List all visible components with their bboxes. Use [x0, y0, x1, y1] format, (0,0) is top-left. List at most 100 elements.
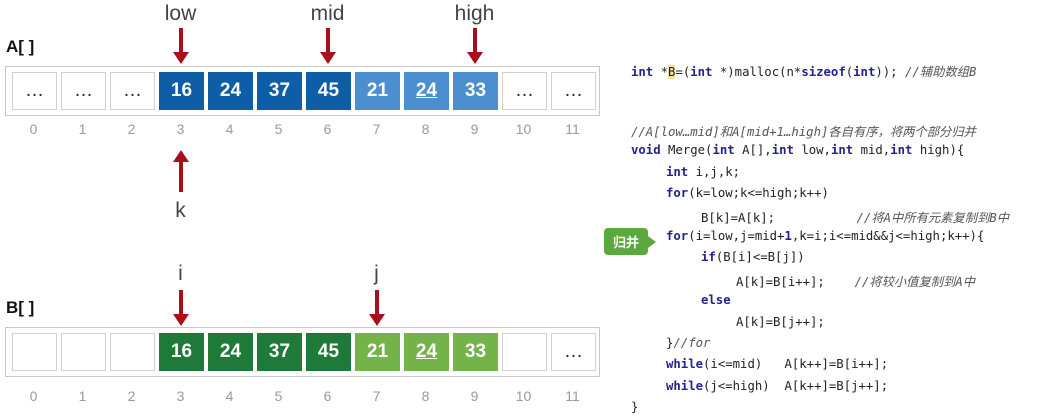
array-b-label: B[ ]: [6, 298, 35, 317]
array-b-index-3: 3: [176, 388, 185, 404]
array-a-index-7: 7: [372, 121, 381, 137]
array-a-cell-value: …: [74, 80, 93, 101]
code-line: while(i<=mid) A[k++]=B[i++];: [666, 357, 888, 371]
code-token: i,j,k;: [688, 164, 741, 179]
array-a-cell-6: 45: [306, 72, 351, 110]
array-b-index-9: 9: [470, 388, 479, 404]
array-a-pointer-label-mid: mid: [310, 2, 345, 25]
array-b-cell-value: 33: [464, 341, 487, 362]
array-a-cell-11: …: [551, 72, 596, 110]
code-line: void Merge(int A[],int low,int mid,int h…: [631, 143, 964, 157]
array-a-label: A[ ]: [6, 37, 35, 56]
array-b-cell-value: 24: [219, 341, 242, 362]
array-a-cell-value: …: [123, 80, 142, 101]
code-token: int: [631, 65, 654, 79]
code-token: =(: [675, 65, 691, 79]
code-token: *: [653, 65, 669, 79]
array-b-cell-1: [61, 333, 106, 371]
array-a-cell-10: …: [502, 72, 547, 110]
array-b-cell-value: 21: [366, 341, 389, 362]
code-line: while(j<=high) A[k++]=B[j++];: [666, 379, 888, 393]
code-token: for: [666, 186, 689, 201]
code-token: for: [666, 229, 689, 243]
array-a-index-4: 4: [225, 121, 234, 137]
array-b-cell-6: 45: [306, 333, 351, 371]
array-b-index-1: 1: [78, 388, 87, 404]
code-token: void: [631, 143, 661, 158]
code-token: while: [666, 357, 704, 372]
code-token: //将较小值复制到A中: [854, 274, 976, 289]
array-b-index-8: 8: [421, 388, 430, 404]
code-token: ,k=i;i<=mid&&j<=high;k++){: [791, 229, 985, 243]
array-b-index-5: 5: [274, 388, 283, 404]
array-a-cell-value: …: [515, 80, 534, 101]
code-token: *)malloc(n*: [712, 65, 802, 79]
array-a-index-6: 6: [323, 121, 332, 137]
code-line: }: [631, 400, 638, 414]
code-token: sizeof: [801, 65, 846, 79]
code-token: (i<=mid) A[k++]=B[i++];: [703, 357, 889, 372]
code-line: //A[low…mid]和A[mid+1…high]各自有序，将两个部分归并: [631, 122, 976, 140]
array-b-index-6: 6: [323, 388, 332, 404]
array-b-index-11: 11: [565, 388, 580, 404]
code-token: A[k]=B[j++];: [736, 314, 825, 329]
array-a-index-11: 11: [565, 121, 580, 137]
k-pointer-label: k: [175, 199, 186, 222]
array-a-pointer-arrow-mid: [308, 28, 348, 69]
array-a-cell-value: …: [564, 80, 583, 101]
array-b-index-10: 10: [515, 388, 532, 404]
array-b-cell-11: …: [551, 333, 596, 371]
array-b-cell-4: 24: [208, 333, 253, 371]
code-line: int i,j,k;: [666, 165, 740, 179]
array-a-cell-value: …: [25, 80, 44, 101]
array-b-cell-5: 37: [257, 333, 302, 371]
code-line: if(B[i]<=B[j]): [701, 250, 805, 264]
code-token: //A[low…mid]和A[mid+1…high]各自有序，将两个部分归并: [631, 125, 976, 139]
code-token: (i=low,j=mid+: [688, 229, 785, 243]
array-b-index-7: 7: [372, 388, 381, 404]
code-line: A[k]=B[i++]; //将较小值复制到A中: [736, 272, 975, 290]
array-b-cell-9: 33: [453, 333, 498, 371]
array-b-cell-value: 24: [415, 341, 438, 362]
code-token: mid,: [853, 143, 891, 158]
array-a-cell-2: …: [110, 72, 155, 110]
code-line: }//for: [666, 336, 710, 350]
code-token: A[k]=B[i++];: [736, 274, 855, 289]
array-a-cell-value: 24: [219, 80, 242, 101]
code-token: int: [890, 143, 913, 158]
code-line-malloc: int *B=(int *)malloc(n*sizeof(int)); //辅…: [631, 62, 976, 80]
code-token: int: [830, 143, 854, 158]
code-token: (k=low;k<=high;k++): [688, 186, 829, 201]
code-token: high){: [912, 143, 965, 158]
array-a-index-1: 1: [78, 121, 87, 137]
array-a-cell-value: 16: [170, 80, 193, 101]
array-a-cell-1: …: [61, 72, 106, 110]
array-a-cell-0: …: [12, 72, 57, 110]
code-token: else: [701, 293, 731, 308]
code-line: A[k]=B[j++];: [736, 315, 825, 329]
array-a-index-9: 9: [470, 121, 479, 137]
array-a-cell-value: 37: [268, 80, 291, 101]
array-a-cell-9: 33: [453, 72, 498, 110]
code-token: (: [845, 65, 854, 79]
array-a-index-0: 0: [29, 121, 38, 137]
array-a-pointer-arrow-high: [455, 28, 495, 69]
array-b-pointer-label-i: i: [178, 262, 183, 285]
array-a-index-10: 10: [515, 121, 532, 137]
array-b-cell-0: [12, 333, 57, 371]
array-b-pointer-label-j: j: [374, 262, 379, 285]
array-a-cell-5: 37: [257, 72, 302, 110]
array-a-cell-7: 21: [355, 72, 400, 110]
array-a-index-2: 2: [127, 121, 136, 137]
array-a-pointer-arrow-low: [161, 28, 201, 69]
array-a-pointer-label-low: low: [164, 2, 197, 25]
code-line: else: [701, 293, 731, 307]
array-a-cell-value: 45: [317, 80, 340, 101]
code-token: (j<=high) A[k++]=B[j++];: [703, 378, 889, 393]
code-token: //辅助数组B: [904, 65, 977, 79]
array-b-cell-2: [110, 333, 155, 371]
array-b-cell-value: …: [564, 341, 583, 362]
array-a-cell-3: 16: [159, 72, 204, 110]
array-a-index-5: 5: [274, 121, 283, 137]
